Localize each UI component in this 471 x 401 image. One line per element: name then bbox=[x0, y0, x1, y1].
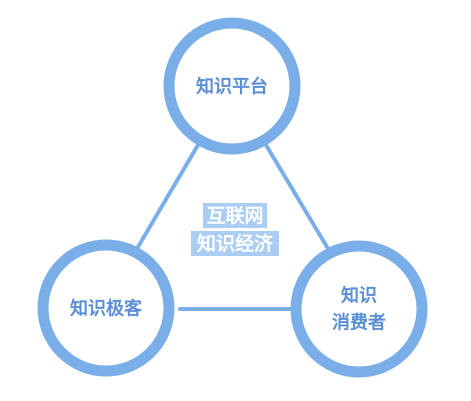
node-label-top: 知识平台 bbox=[196, 76, 268, 98]
node-ring-top bbox=[163, 17, 301, 155]
node-ring-left bbox=[37, 239, 175, 377]
node-label-right-line1: 知识 bbox=[341, 285, 377, 307]
edge-top-left bbox=[133, 143, 200, 254]
center-highlight-line2 bbox=[191, 231, 279, 256]
center-text-line1: 互联网 bbox=[206, 205, 263, 227]
node-label-left: 知识极客 bbox=[70, 298, 143, 320]
center-text-line2: 知识经济 bbox=[197, 232, 274, 255]
center-label: 互联网 知识经济 bbox=[191, 203, 279, 256]
node-knowledge-consumer: 知识 消费者 bbox=[290, 240, 428, 378]
node-ring-right bbox=[290, 240, 428, 378]
center-highlight-line1 bbox=[203, 203, 267, 228]
node-label-right-line2: 消费者 bbox=[332, 312, 386, 334]
node-knowledge-geek: 知识极客 bbox=[37, 239, 175, 377]
node-knowledge-platform: 知识平台 bbox=[163, 17, 301, 155]
edge-top-right bbox=[264, 143, 332, 254]
